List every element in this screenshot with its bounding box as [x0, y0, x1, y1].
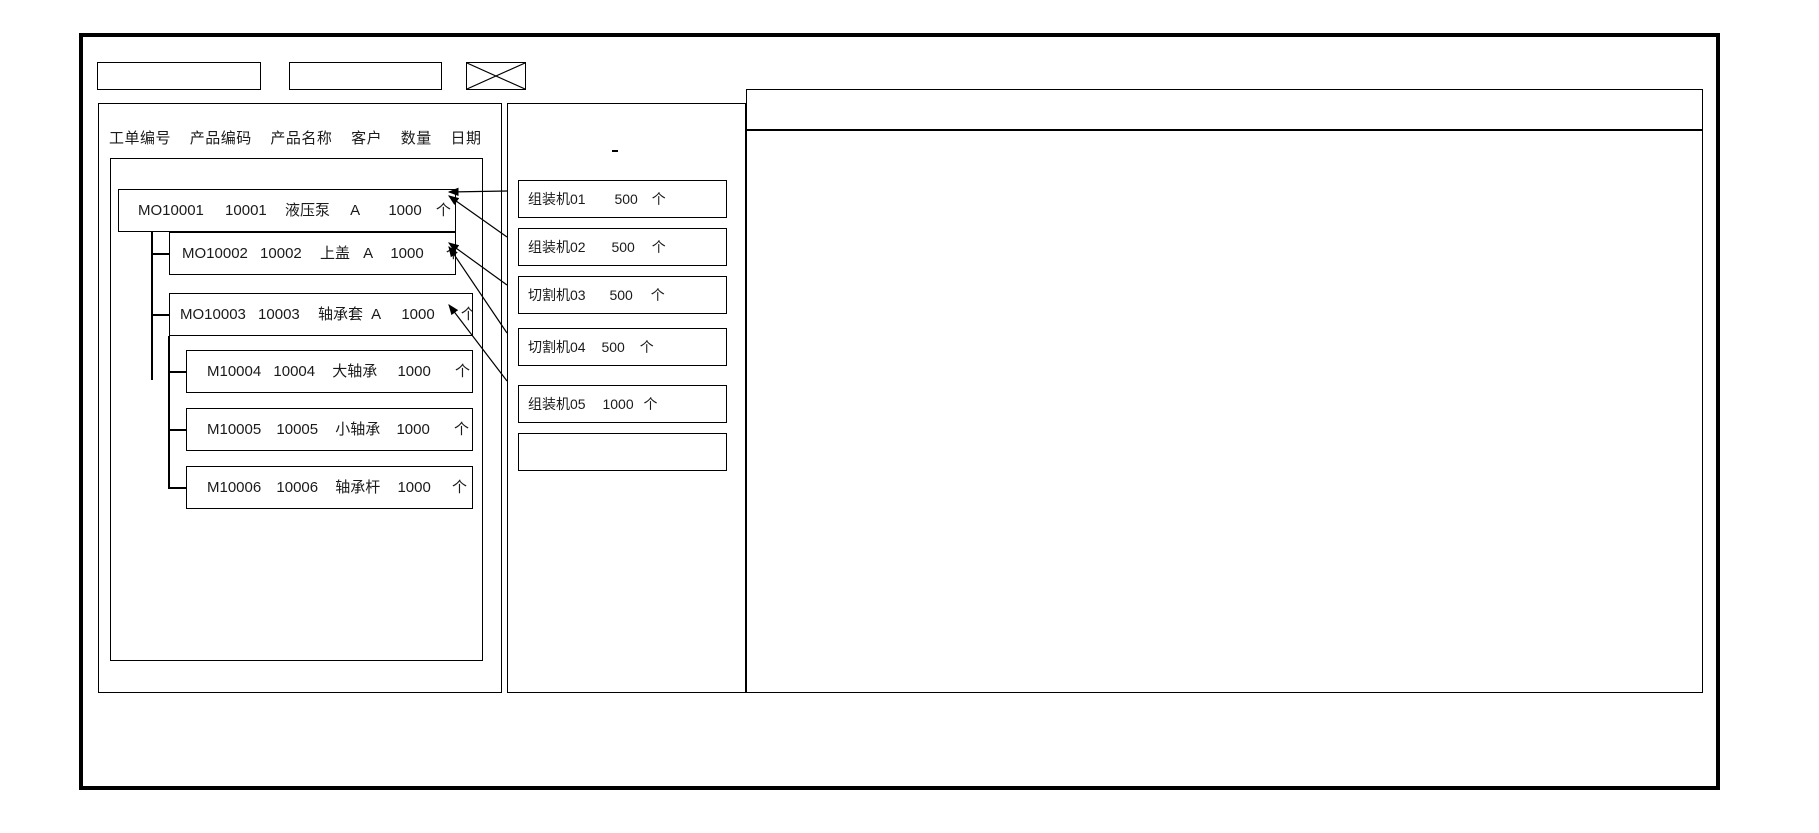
cross-placeholder-icon: [467, 63, 525, 89]
toolbar-field-secondary[interactable]: [289, 62, 442, 90]
row-product-name: 大轴承: [332, 363, 378, 380]
tree-connector-branch-row3: [151, 314, 169, 316]
machine-unit: 个: [650, 287, 665, 303]
detail-panel: [746, 89, 1703, 693]
tree-connector-branch-row4: [168, 371, 186, 373]
work-order-panel: 工单编号 产品编码 产品名称 客户 数量 日期 MO10001 10001 液压…: [98, 103, 502, 693]
tree-connector-trunk-l1: [151, 232, 153, 380]
machine-name: 切割机03: [528, 287, 586, 303]
tree-row-work-order[interactable]: M10004 10004 大轴承 1000 个: [186, 350, 473, 393]
row-unit: 个: [461, 294, 472, 335]
machine-unit: 个: [651, 239, 666, 255]
tree-connector-branch-row5: [168, 429, 186, 431]
row-unit: 个: [452, 479, 468, 496]
machine-unit: 个: [639, 339, 654, 355]
tree-connector-branch-row2: [151, 253, 169, 255]
tree-row-work-order[interactable]: MO10002 10002 上盖 A 1000 个: [169, 232, 456, 275]
row-customer: A: [371, 306, 382, 323]
machine-quantity: 500: [611, 239, 635, 255]
row-product-name: 小轴承: [335, 421, 381, 438]
row-unit: 个: [446, 233, 455, 274]
toolbar: [97, 62, 526, 96]
row-product-code: 10002: [260, 245, 302, 262]
row-customer: A: [350, 202, 361, 219]
tree-row-work-order[interactable]: MO10001 10001 液压泵 A 1000 个: [118, 189, 456, 232]
machine-quantity: 500: [601, 339, 625, 355]
machine-quantity: 500: [609, 287, 633, 303]
machine-row[interactable]: 切割机04 500 个: [518, 328, 727, 366]
row-product-code: 10001: [225, 202, 267, 219]
application-window: 工单编号 产品编码 产品名称 客户 数量 日期 MO10001 10001 液压…: [79, 33, 1720, 790]
tree-row-work-order[interactable]: M10006 10006 轴承杆 1000 个: [186, 466, 473, 509]
row-quantity: 1000: [388, 202, 422, 219]
machine-unit: 个: [643, 396, 658, 412]
toolbar-field-primary[interactable]: [97, 62, 261, 90]
image-placeholder-icon[interactable]: [466, 62, 526, 90]
row-product-name: 轴承套: [317, 306, 363, 323]
row-order-no: M10005: [207, 421, 262, 438]
work-order-tree: MO10001 10001 液压泵 A 1000 个 MO10002 10002…: [110, 158, 483, 661]
detail-panel-divider: [747, 129, 1702, 131]
row-quantity: 1000: [397, 363, 431, 380]
row-unit: 个: [454, 421, 470, 438]
machine-name: 组装机01: [528, 191, 586, 207]
machine-name: 组装机02: [528, 239, 586, 255]
row-product-name: 轴承杆: [335, 479, 381, 496]
row-order-no: MO10003: [180, 306, 246, 323]
row-order-no: M10004: [207, 363, 262, 380]
row-unit: 个: [455, 363, 471, 380]
tree-row-work-order[interactable]: MO10003 10003 轴承套 A 1000 个: [169, 293, 473, 336]
row-order-no: M10006: [207, 479, 262, 496]
column-header-customer: 客户: [351, 130, 383, 147]
row-product-code: 10006: [276, 479, 319, 496]
machine-row[interactable]: 组装机02 500 个: [518, 228, 727, 266]
column-header-order-no: 工单编号: [109, 130, 172, 147]
column-header-quantity: 数量: [400, 130, 432, 147]
tree-connector-trunk-l2: [168, 336, 170, 487]
row-product-name: 上盖: [319, 245, 350, 262]
row-customer: A: [363, 245, 374, 262]
machine-name: 切割机04: [528, 339, 586, 355]
machine-allocation-panel: 组装机01 500 个 组装机02 500 个 切割机03 500 个 切割机0…: [507, 103, 746, 693]
column-header-product-code: 产品编码: [189, 130, 252, 147]
machine-quantity: 1000: [602, 396, 634, 412]
work-order-column-header: 工单编号 产品编码 产品名称 客户 数量 日期: [109, 127, 489, 148]
row-quantity: 1000: [401, 306, 435, 323]
row-product-code: 10005: [276, 421, 319, 438]
column-header-date: 日期: [450, 130, 482, 147]
machine-quantity: 500: [614, 191, 638, 207]
machine-row[interactable]: 切割机03 500 个: [518, 276, 727, 314]
machine-row-empty[interactable]: [518, 433, 727, 471]
machine-row[interactable]: 组装机01 500 个: [518, 180, 727, 218]
machine-unit: 个: [651, 191, 666, 207]
row-order-no: MO10002: [182, 245, 248, 262]
row-product-name: 液压泵: [284, 202, 330, 219]
tree-row-work-order[interactable]: M10005 10005 小轴承 1000 个: [186, 408, 473, 451]
row-quantity: 1000: [390, 245, 424, 262]
machine-name: 组装机05: [528, 396, 586, 412]
panel-dash-marker: [612, 150, 618, 152]
column-header-product-name: 产品名称: [270, 130, 333, 147]
row-unit: 个: [435, 202, 451, 219]
row-product-code: 10004: [273, 363, 316, 380]
row-quantity: 1000: [397, 479, 431, 496]
tree-connector-branch-row6: [168, 487, 186, 489]
row-product-code: 10003: [258, 306, 300, 323]
row-order-no: MO10001: [138, 202, 204, 219]
machine-row[interactable]: 组装机05 1000 个: [518, 385, 727, 423]
row-quantity: 1000: [396, 421, 430, 438]
